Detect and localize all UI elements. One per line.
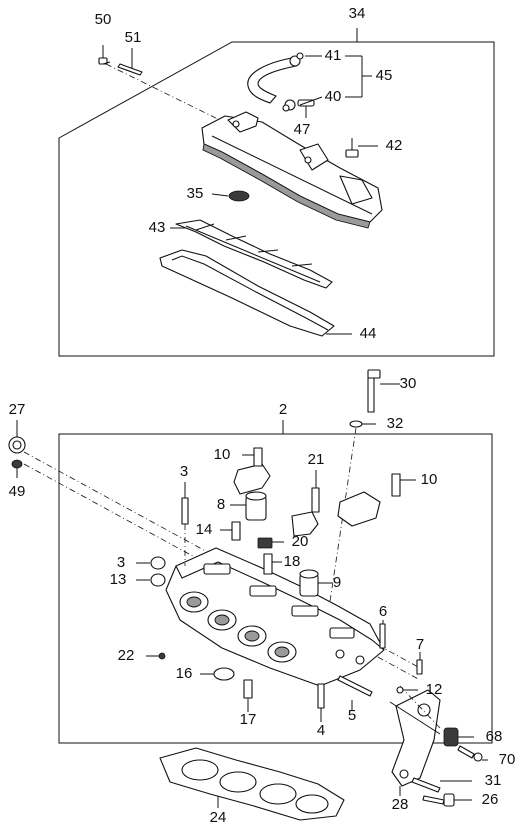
callout-10-right: 10 (421, 471, 438, 488)
bearing-cap-10a-part (233, 447, 271, 495)
cap-49-part (11, 459, 23, 478)
gasket-43-part (170, 219, 333, 289)
callout-41: 41 (325, 47, 342, 64)
plug-3-part (136, 556, 166, 570)
callout-31: 31 (485, 772, 502, 789)
lifter-9-part (299, 569, 332, 597)
callout-26: 26 (482, 791, 499, 808)
lifter-8-part (230, 491, 267, 521)
cylinder-head-group-frame (58, 420, 493, 744)
callout-30: 30 (400, 375, 417, 392)
callout-28: 28 (392, 796, 409, 813)
callout-34: 34 (349, 5, 366, 22)
callout-12: 12 (426, 681, 443, 698)
callout-43: 43 (149, 219, 166, 236)
cylinder-head-part (165, 547, 385, 687)
callout-17: 17 (240, 711, 257, 728)
callout-22: 22 (118, 647, 135, 664)
pin-17-part (243, 679, 253, 712)
spring-20-part (257, 537, 284, 549)
seal-35-part (211, 190, 250, 202)
stud-3-part (181, 482, 189, 566)
valve-cover-part (201, 111, 383, 229)
callout-42: 42 (386, 137, 403, 154)
guide-14-part (220, 521, 241, 541)
callout-4: 4 (317, 722, 325, 739)
bracket-28-part (391, 689, 441, 796)
callout-8: 8 (217, 496, 225, 513)
callout-16: 16 (176, 665, 193, 682)
plug-13-part (136, 573, 166, 587)
head-gasket-24-part (159, 747, 345, 821)
bearing-cap-21-part (291, 470, 320, 537)
valve-18-part (263, 553, 282, 575)
seal-16-part (200, 667, 235, 681)
valve-cover-group-frame (58, 28, 495, 357)
callout-40: 40 (325, 88, 342, 105)
callout-32: 32 (387, 415, 404, 432)
callout-21: 21 (308, 451, 325, 468)
callout-13: 13 (110, 571, 127, 588)
stud-5-part (337, 675, 373, 710)
bolt-31-part (411, 777, 472, 793)
callout-24: 24 (210, 809, 227, 826)
callout-50: 50 (95, 11, 112, 28)
callout-51: 51 (125, 29, 142, 46)
callout-10-left: 10 (214, 446, 231, 463)
bolt-26-part (422, 793, 472, 807)
callout-49: 49 (9, 483, 26, 500)
callout-5: 5 (348, 707, 356, 724)
callout-45: 45 (376, 67, 393, 84)
breather-hose-part (247, 52, 304, 112)
bolt-70-part (457, 745, 488, 762)
plug-22-part (146, 652, 166, 660)
callout-44: 44 (360, 325, 377, 342)
sensor-68-part (443, 727, 474, 747)
callout-14: 14 (196, 521, 213, 538)
stud-4-part (317, 683, 325, 722)
callout-35: 35 (187, 185, 204, 202)
plug-12-part (396, 686, 418, 694)
bolt-42-part (345, 138, 378, 158)
washer-32-part (349, 420, 376, 428)
bearing-cap-10b-part (337, 473, 416, 527)
pin-6-part (379, 620, 386, 649)
seal-27-part (8, 420, 26, 454)
bolt-30-part (367, 369, 400, 413)
callout-70: 70 (499, 751, 516, 768)
callout-9: 9 (333, 574, 341, 591)
callout-27: 27 (9, 401, 26, 418)
callout-3-left: 3 (117, 554, 125, 571)
callout-20: 20 (292, 533, 309, 550)
pin-7-part (416, 652, 423, 675)
callout-18: 18 (284, 553, 301, 570)
washer-51-part (117, 48, 143, 76)
callout-47: 47 (294, 121, 311, 138)
bolt-50-part (98, 45, 111, 65)
callout-7: 7 (416, 636, 424, 653)
callout-6: 6 (379, 603, 387, 620)
callout-labels: 50 51 34 41 45 40 47 42 35 43 44 30 27 2… (9, 5, 516, 826)
callout-3-top: 3 (180, 463, 188, 480)
gasket-44-part (159, 249, 352, 337)
callout-68: 68 (486, 728, 503, 745)
callout-2: 2 (279, 401, 287, 418)
